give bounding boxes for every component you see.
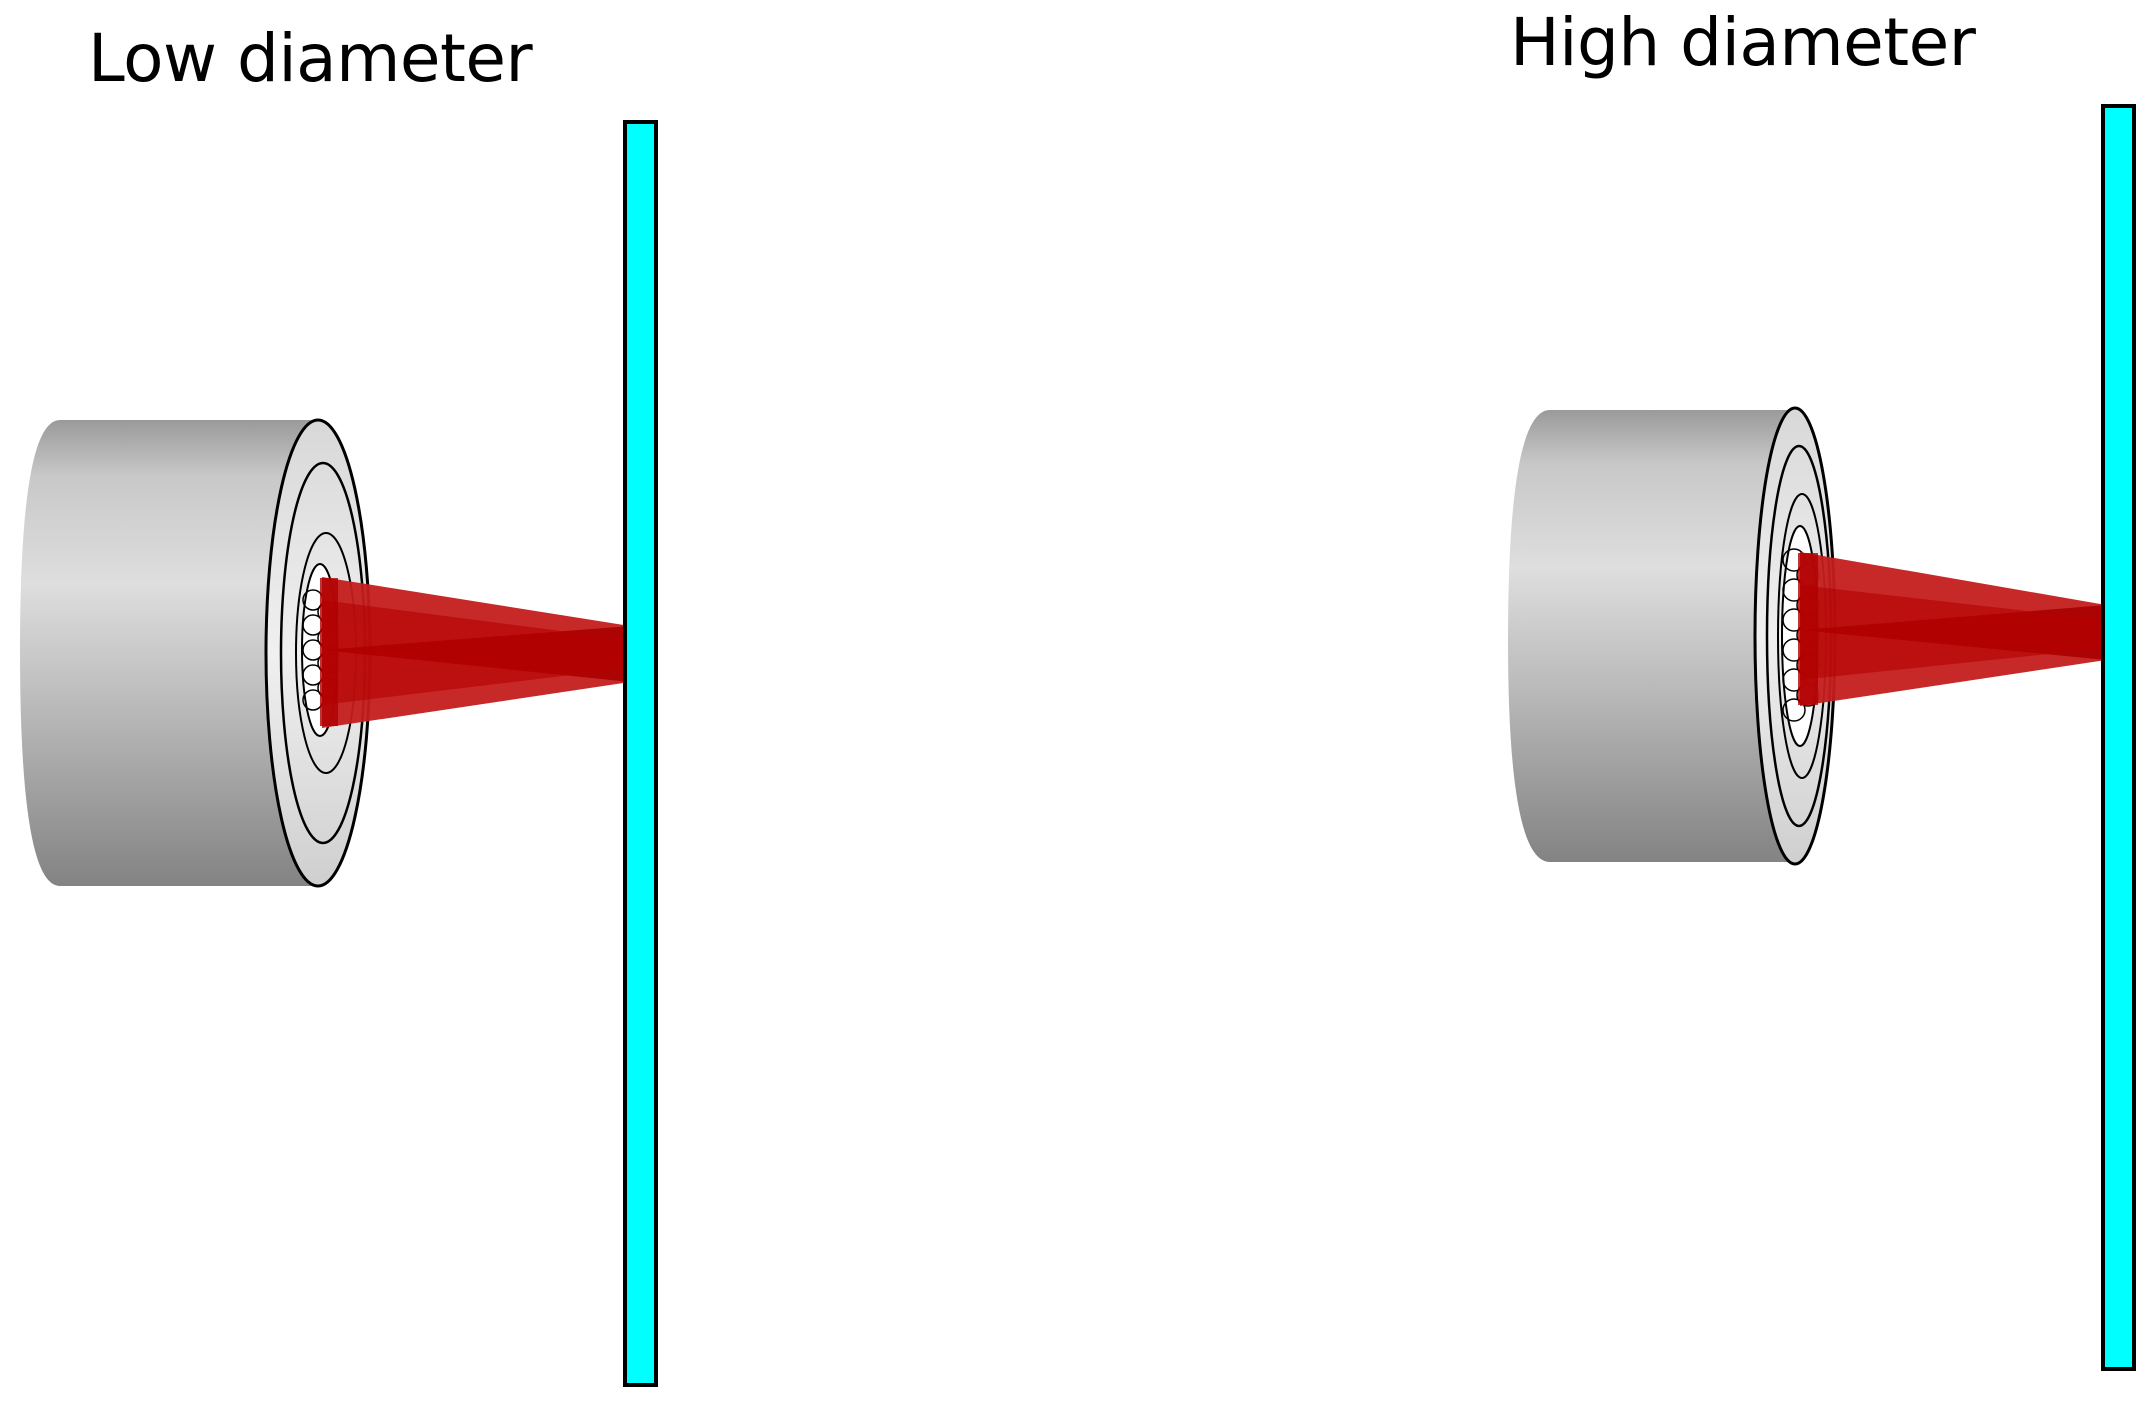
cylinder-source-icon bbox=[1508, 406, 1837, 866]
laser-beam-cone-icon bbox=[320, 577, 630, 728]
detector-screen-left bbox=[623, 120, 658, 1387]
panel-high-diameter bbox=[1508, 104, 2136, 1371]
title-low-diameter: Low diameter bbox=[88, 20, 533, 97]
panel-low-diameter bbox=[20, 120, 658, 1387]
title-high-diameter: High diameter bbox=[1510, 4, 1976, 81]
laser-beam-cone-icon bbox=[1798, 552, 2106, 706]
detector-screen-right bbox=[2101, 104, 2136, 1371]
